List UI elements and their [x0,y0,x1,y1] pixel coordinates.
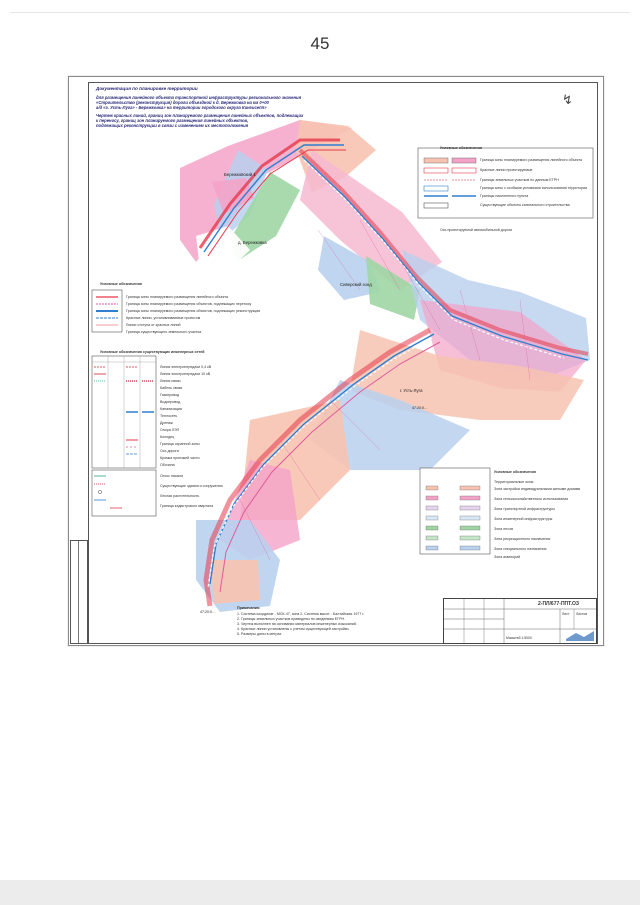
legend-left-2-item: Кабель связи [160,386,183,390]
title-block-stamp: 2-ПЛ/677-ППТ.ОЗ Лист Листов Масштаб 1:50… [443,598,597,644]
legend-top-right-item: Граница зоны с особыми условиями использ… [480,186,588,190]
stamp-sheets-label: Листов [576,612,588,616]
legend-left-1-item: Линии отступа от красных линий [126,323,181,327]
legend-top-right-item: Границы населенного пункта [480,194,529,198]
legend-left-2-item: Теплосеть [160,414,178,418]
legend-left-1-item: Граница зоны планируемого размещения лин… [126,295,229,299]
legend-left-2-item: Опора ЛЭП [160,428,180,432]
legend-top-right-item: Ось проектируемой автомобильной дороги [440,228,513,232]
legend-bottom-right-item: Зона рекреационного назначения [494,537,551,541]
legend-top-right-swatches [417,147,594,219]
road-corridor-upper-red [198,138,340,249]
drawing-header-line-2: «Строительство (реконструкция) дороги об… [96,100,269,105]
stamp-sheet-label: Лист [562,612,570,616]
drawing-header-line-6: подлежащих реконструкции в связи с измен… [96,123,249,128]
legend-bottom-right-item: Зона застройки индивидуальными жилыми до… [494,487,581,491]
legend-bottom-right-item: Территориальные зоны [494,480,534,484]
legend-bottom-right-item: Зона сельскохозяйственного использования [494,497,569,501]
legend-left-2-item: Ось дороги [160,449,179,453]
road-corridor-diag-red [298,148,589,356]
map-label-berezhkovsky: Бережковский 1 [224,172,256,177]
map-label-siversky: Сиверский зонд [340,282,372,287]
side-approval-stamp [70,540,88,644]
legend-top-right-item: Граница зоны планируемого размещения лин… [480,158,583,162]
legend-left-1-item: Граница зоны планируемого размещения объ… [126,309,261,313]
legend-bottom-right-item: Зона специального назначения [494,547,547,551]
page-number: 45 [310,34,330,53]
zone-salmon-right [350,330,584,420]
zone-green-mid [366,256,420,320]
legend-bottom-right-item: Зона транспортной инфраструктуры [494,507,555,511]
notes-line: 5. Размеры даны в метрах. [237,632,283,636]
legend-top-right-title: Условные обозначения [440,146,482,150]
north-arrow-icon: ↯ [562,92,573,107]
drawing-frame [88,82,598,644]
legend-left-2-item: Линия электропередачи 0,4 кВ [160,365,212,369]
zone-blue-lower [310,380,470,470]
legend-left-2-item: Линия электропередачи 10 кВ [160,372,211,376]
legend-top-right-item: Существующие объекты капитального строит… [480,203,570,207]
notes-line: 1. Система координат - МСК-47, зона 2. С… [237,612,365,616]
legend-left-2-item: Существующие здания и сооружения [160,484,223,488]
map-label-cadastral-2: 47:20:0… [200,610,216,614]
drawing-header-line-3: а/д «г. Усть-Луга» - Бережковка» на терр… [96,105,267,110]
stamp-scale-label: Масштаб 1:5000 [506,636,532,640]
zone-salmon-bottom [210,560,260,604]
road-corridor-upper-blue [203,144,344,253]
drawing-header-line-5: к переносу, границ зон планируемого разм… [96,118,249,123]
road-corridor-diag-blue [301,155,589,361]
legend-bottom-right-swatches [419,467,491,555]
road-corridor-lower-white [207,337,433,589]
legend-left-1-swatches [91,289,123,333]
title-block-grid [444,599,596,643]
legend-bottom-right-item: Зона инженерной инфраструктуры [494,517,553,521]
legend-left-2-item: Колодец [160,435,175,439]
map-label-cadastral-1: 47:20:0… [412,406,428,410]
notes-line: 4. Красные линии установлены с учетом су… [237,627,350,631]
top-divider [10,12,630,13]
legend-bottom-right-item: Зона акваторий [494,555,521,559]
map-label-ust-luga: г. Усть-Луга [400,388,423,393]
legend-left-2-item: Канализация [160,407,182,411]
legend-left-2-item: Линия связи [160,379,181,383]
legend-left-2-lower-swatches [91,469,157,517]
zone-white-upper [196,226,250,280]
legend-left-2-title: Условные обозначения существующих инжене… [100,350,205,354]
legend-top-right-item: Красные линии проектируемые [480,168,533,172]
legend-left-2-item: Граница охранной зоны [160,442,200,446]
drawing-header-line-1: для размещения линейного объекта транспо… [96,95,302,100]
map-label-berezhkovka: д. Бережковка [238,240,267,245]
legend-left-1-item: Граница зоны планируемого размещения объ… [126,302,252,306]
notes-line: 3. Чертеж выполнен на основании материал… [237,622,357,626]
legend-bottom-right-item: Зона лесов [494,527,513,531]
cadastral-lines [239,219,531,561]
legend-left-1-item: Красные линии, устанавливаемые проектом [126,316,201,320]
drawing-code: 2-ПЛ/677-ППТ.ОЗ [538,601,580,607]
legend-top-right-item: Границы земельных участков по данным ЕГР… [480,178,559,182]
notes-title: Примечания: [237,606,261,610]
legend-left-2-item: Газопровод [160,393,180,397]
legend-left-2-item: Кромка проезжей части [160,456,200,460]
legend-left-2-item: Дренаж [160,421,173,425]
road-corridor-upper-red-2 [207,149,346,257]
road-corridor-diag-white [303,159,565,359]
legend-left-2-item: Откос насыпи [160,474,184,478]
drawing-header-line-4: Чертеж красных линий, границ зон планиру… [96,113,304,118]
zone-green-upper [232,172,300,262]
legend-left-1-title: Условные обозначения [100,282,142,286]
legend-left-2-swatches [91,355,157,469]
bottom-band [0,880,640,905]
legend-bottom-right-title: Условные обозначения [494,470,536,474]
legend-left-2-item: Водопровод [160,400,181,404]
legend-left-2-item: Граница кадастрового квартала [160,504,214,508]
legend-left-2-item: Лесная растительность [160,494,200,498]
road-edge-lower-pink [219,341,441,593]
legend-left-2-item: Обочина [160,463,175,467]
legend-left-1-item: Граница существующего земельного участка [126,330,202,334]
road-corridor-lower-red [203,327,432,607]
notes-line: 2. Границы земельных участков приведены … [237,617,346,621]
drawing-title: Документация по планировке территории [96,86,198,91]
